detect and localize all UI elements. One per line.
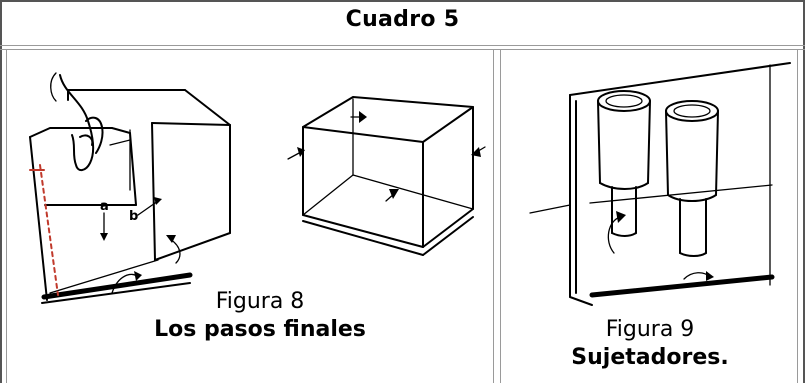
figure-8-drawing-right	[287, 96, 486, 256]
figure-9-number: Figura 9	[605, 317, 695, 342]
figure-9-title: Sujetadores.	[571, 345, 729, 370]
border-top	[0, 0, 805, 2]
figure-8-drawing-left: a b	[29, 72, 231, 304]
figure-8-title: Los pasos finales	[154, 317, 366, 342]
header-divider-2	[0, 49, 805, 50]
figure-9-drawing	[529, 62, 791, 306]
inner-left-border	[6, 49, 7, 383]
column-divider-b	[500, 49, 501, 383]
column-divider-a	[493, 49, 494, 383]
figure-8-number: Figura 8	[215, 289, 305, 314]
inner-right-border	[797, 49, 798, 383]
header-divider-1	[0, 45, 805, 46]
label-a: a	[100, 199, 109, 214]
table-title: Cuadro 5	[345, 7, 460, 32]
border-left	[0, 0, 2, 383]
border-right	[803, 0, 805, 383]
figure-8-caption: Figura 8 Los pasos finales	[110, 288, 410, 344]
label-b: b	[129, 209, 138, 224]
figure-9-caption: Figura 9 Sujetadores.	[510, 316, 790, 372]
